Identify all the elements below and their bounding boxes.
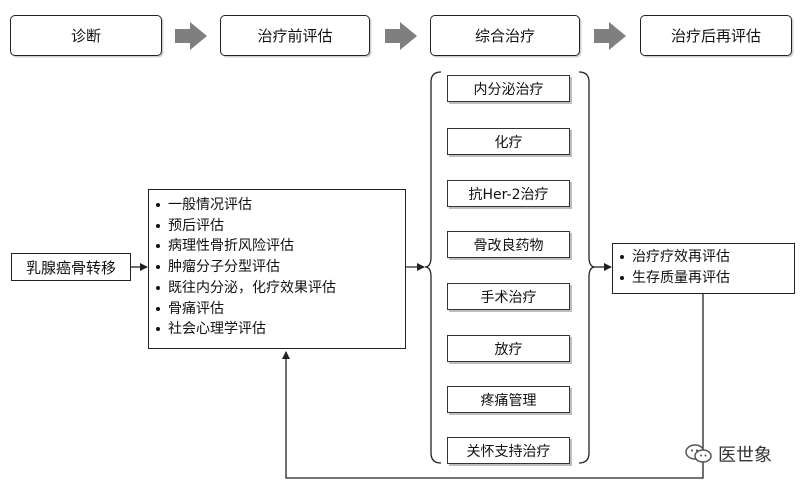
- treatment-box: 关怀支持治疗: [447, 437, 570, 464]
- stage-label: 治疗前评估: [257, 27, 333, 45]
- stage-arrow: [385, 22, 417, 50]
- treatment-box: 疼痛管理: [447, 386, 570, 413]
- start-node: 乳腺癌骨转移: [11, 253, 131, 281]
- list-item: 预后评估: [149, 216, 405, 237]
- list-item: 社会心理学评估: [149, 319, 405, 340]
- stage-arrow: [175, 22, 207, 50]
- stage-label: 治疗后再评估: [670, 27, 761, 45]
- treatment-label: 抗Her-2治疗: [468, 186, 549, 203]
- post-treatment-reassessment-list: 治疗疗效再评估 生存质量再评估: [612, 243, 795, 294]
- list-item: 骨痛评估: [149, 299, 405, 320]
- treatment-box: 骨改良药物: [447, 231, 570, 258]
- start-node-label: 乳腺癌骨转移: [25, 258, 116, 277]
- pre-treatment-assessment-list: 一般情况评估 预后评估 病理性骨折风险评估 肿瘤分子分型评估 既往内分泌，化疗效…: [148, 189, 406, 349]
- list-item: 生存质量再评估: [613, 268, 794, 289]
- list-item: 病理性骨折风险评估: [149, 236, 405, 257]
- wechat-icon: [685, 444, 712, 463]
- treatment-box: 放疗: [447, 335, 570, 362]
- stage-label: 诊断: [70, 27, 101, 45]
- treatment-label: 化疗: [494, 134, 523, 151]
- treatment-label: 关怀支持治疗: [466, 443, 551, 460]
- list-item: 治疗疗效再评估: [613, 247, 794, 268]
- treatment-label: 疼痛管理: [480, 392, 537, 409]
- list-item: 肿瘤分子分型评估: [149, 257, 405, 278]
- treatment-label: 内分泌治疗: [473, 81, 544, 98]
- stage-post-reassessment: 治疗后再评估: [640, 15, 792, 56]
- stage-arrow: [594, 22, 626, 50]
- stage-label: 综合治疗: [474, 27, 535, 45]
- list-item: 既往内分泌，化疗效果评估: [149, 278, 405, 299]
- treatment-label: 放疗: [494, 341, 523, 358]
- list-item: 一般情况评估: [149, 195, 405, 216]
- treatment-label: 骨改良药物: [473, 237, 544, 254]
- stage-pre-assessment: 治疗前评估: [220, 15, 370, 56]
- watermark: 医世象: [684, 441, 772, 467]
- stage-comprehensive-treatment: 综合治疗: [430, 15, 580, 56]
- watermark-text: 医世象: [718, 445, 772, 466]
- treatment-box: 抗Her-2治疗: [447, 180, 570, 207]
- treatment-label: 手术治疗: [480, 289, 537, 306]
- treatment-box: 化疗: [447, 128, 570, 155]
- stage-diagnosis: 诊断: [10, 15, 162, 56]
- treatment-box: 内分泌治疗: [447, 75, 570, 102]
- treatment-box: 手术治疗: [447, 283, 570, 310]
